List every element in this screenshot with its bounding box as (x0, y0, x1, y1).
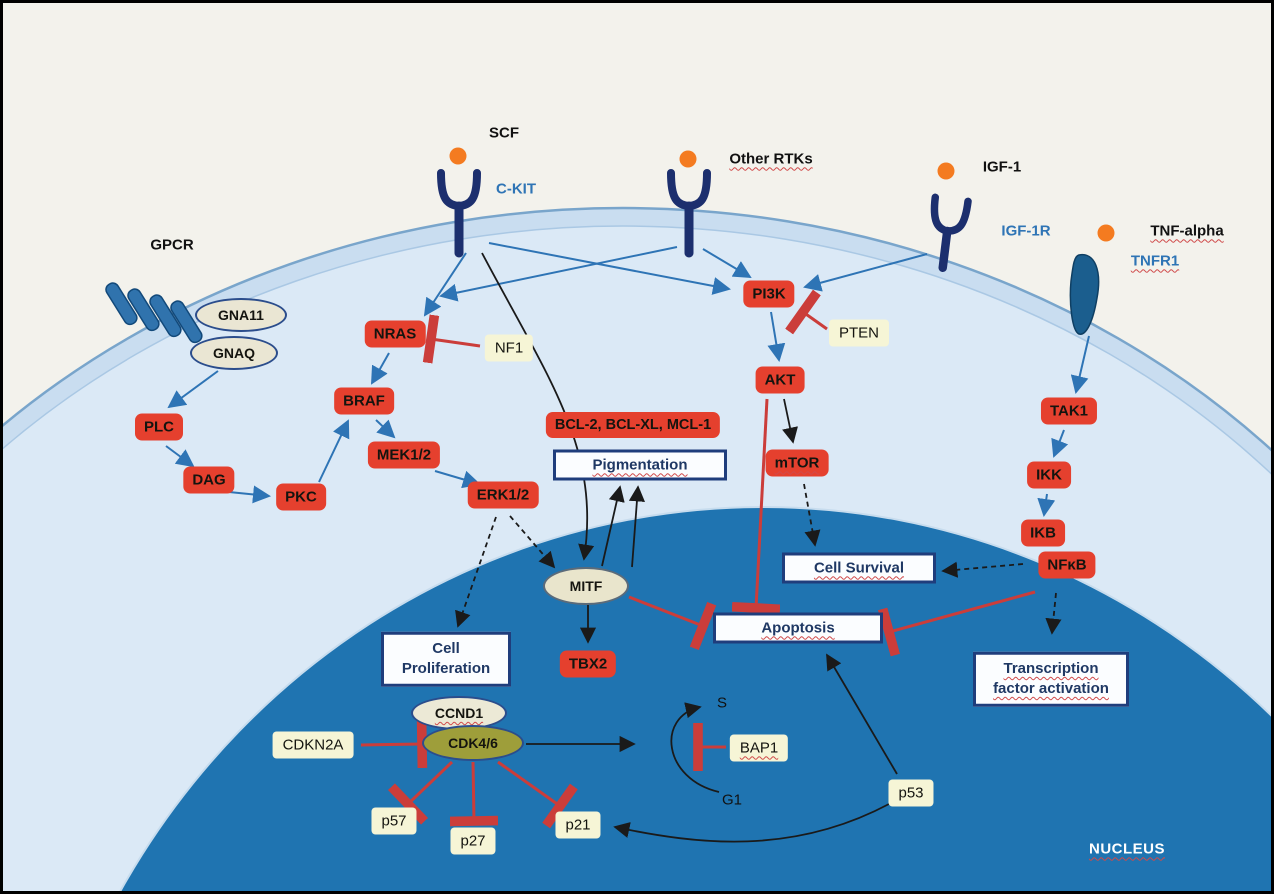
inhibit-cdk46-p27 (449, 761, 499, 827)
inhibit-cdkn2a-cdk46 (360, 719, 428, 769)
node-nfkb: NFκB (1038, 551, 1096, 579)
igf1r-receptor-icon (930, 193, 972, 272)
node-transcription-factor-activation: Transcription factor activation (973, 651, 1129, 707)
arrow-ckit-pi3k (488, 242, 731, 295)
arrow-pi3k-akt (767, 311, 786, 362)
gpcr-receptor-icon (105, 282, 203, 344)
node-mitf: MITF (543, 567, 629, 605)
arrow-pkc-braf (318, 419, 350, 483)
label-tnf-alpha: TNF-alpha (1150, 222, 1224, 240)
label-igf1: IGF-1 (982, 158, 1022, 176)
inhibit-cdk46-p21 (497, 760, 578, 829)
arrow-nras-braf (371, 352, 390, 385)
arrow-erk-mitf (509, 515, 556, 569)
arrow-dag-pkc (228, 485, 271, 504)
label-s-phase: S (716, 694, 728, 712)
arrow-braf-mek (375, 419, 396, 439)
inhibition-lines-red (360, 289, 1036, 829)
diagram-underlay (3, 3, 1271, 891)
node-bcl: BCL-2, BCL-XL, MCL-1 (545, 412, 721, 438)
label-ckit: C-KIT (496, 180, 536, 198)
node-cdkn2a: CDKN2A (272, 731, 354, 759)
node-p21: p21 (555, 811, 601, 839)
arrow-tnfr1-tak1 (1070, 335, 1090, 394)
dashed-arrows-black (455, 483, 1062, 635)
arrow-nfkb-transcription (1045, 592, 1062, 635)
node-plc: PLC (135, 413, 183, 441)
label-tnfr1: TNFR1 (1130, 252, 1180, 270)
label-scf: SCF (489, 124, 519, 142)
activation-arrows-blue (165, 242, 1090, 517)
node-bap1: BAP1 (729, 734, 789, 762)
tnf-ligand-dot (1097, 224, 1115, 242)
arrow-erk-proliferation (455, 516, 497, 628)
igf1-ligand-dot (937, 162, 955, 180)
node-cdk46: CDK4/6 (422, 725, 524, 761)
inhibit-akt-apoptosis (731, 398, 781, 615)
ckit-receptor-icon (437, 147, 481, 258)
scf-ligand-dot (449, 147, 467, 165)
node-gnaq: GNAQ (190, 336, 278, 370)
inhibit-cdk46-p57 (387, 760, 454, 825)
node-pkc: PKC (276, 483, 326, 511)
node-nf1: NF1 (484, 334, 534, 362)
node-pten: PTEN (828, 319, 890, 347)
node-akt: AKT (755, 366, 805, 394)
node-p53: p53 (888, 779, 934, 807)
inhibit-nfkb-apoptosis (878, 590, 1036, 657)
node-ikk: IKK (1027, 461, 1071, 489)
node-erk12: ERK1/2 (467, 481, 539, 509)
arrow-mitf-pigmentation-1 (601, 485, 625, 567)
arrow-nfkb-survival (941, 561, 1024, 578)
label-nucleus: NUCLEUS (1088, 840, 1166, 858)
other-rtks-receptor-icon (667, 150, 711, 258)
arrow-tak1-ikk (1051, 429, 1069, 458)
inhibit-nf1-nras (422, 314, 481, 364)
arrow-plc-dag (165, 445, 195, 468)
inhibit-pten-pi3k (785, 289, 828, 335)
rtk-ligand-dot (679, 150, 697, 168)
node-pigmentation: Pigmentation (553, 449, 727, 481)
arrow-p53-p21 (613, 803, 890, 843)
node-p27: p27 (450, 827, 496, 855)
tnfr1-receptor-icon (1069, 254, 1100, 335)
arrow-gnaq-plc (167, 370, 219, 409)
node-nras: NRAS (364, 320, 426, 348)
arrow-g1-s (670, 702, 720, 793)
node-gna11: GNA11 (195, 298, 287, 332)
arrow-ckit-mitf (481, 252, 595, 561)
node-p57: p57 (371, 807, 417, 835)
node-mtor: mTOR (765, 449, 829, 477)
node-dag: DAG (183, 466, 235, 494)
node-tbx2: TBX2 (559, 650, 617, 678)
node-pi3k: PI3K (743, 280, 795, 308)
arrow-p53-apoptosis (826, 653, 898, 775)
arrow-mitf-pigmentation-2 (628, 485, 646, 568)
node-mek12: MEK1/2 (367, 441, 441, 469)
arrow-rtk-left (439, 246, 678, 302)
label-igf1r: IGF-1R (1001, 222, 1051, 240)
node-ikb: IKB (1021, 519, 1065, 547)
activation-arrows-black (481, 252, 898, 843)
node-cell-survival: Cell Survival (782, 552, 936, 584)
arrow-akt-mtor (782, 398, 798, 444)
node-apoptosis: Apoptosis (713, 612, 883, 644)
label-g1-phase: G1 (721, 791, 743, 809)
node-tak1: TAK1 (1040, 397, 1098, 425)
node-braf: BRAF (334, 387, 394, 415)
arrow-mtor-survival (803, 483, 821, 547)
arrow-igf1r-pi3k (803, 253, 928, 292)
label-gpcr: GPCR (150, 236, 194, 254)
arrow-ikk-ikb (1037, 493, 1056, 517)
arrow-rtk-pi3k (702, 248, 752, 279)
node-cell-proliferation: Cell Proliferation (381, 631, 511, 687)
label-other-rtks: Other RTKs (729, 150, 813, 168)
inhibit-mitf-apoptosis (628, 595, 717, 651)
